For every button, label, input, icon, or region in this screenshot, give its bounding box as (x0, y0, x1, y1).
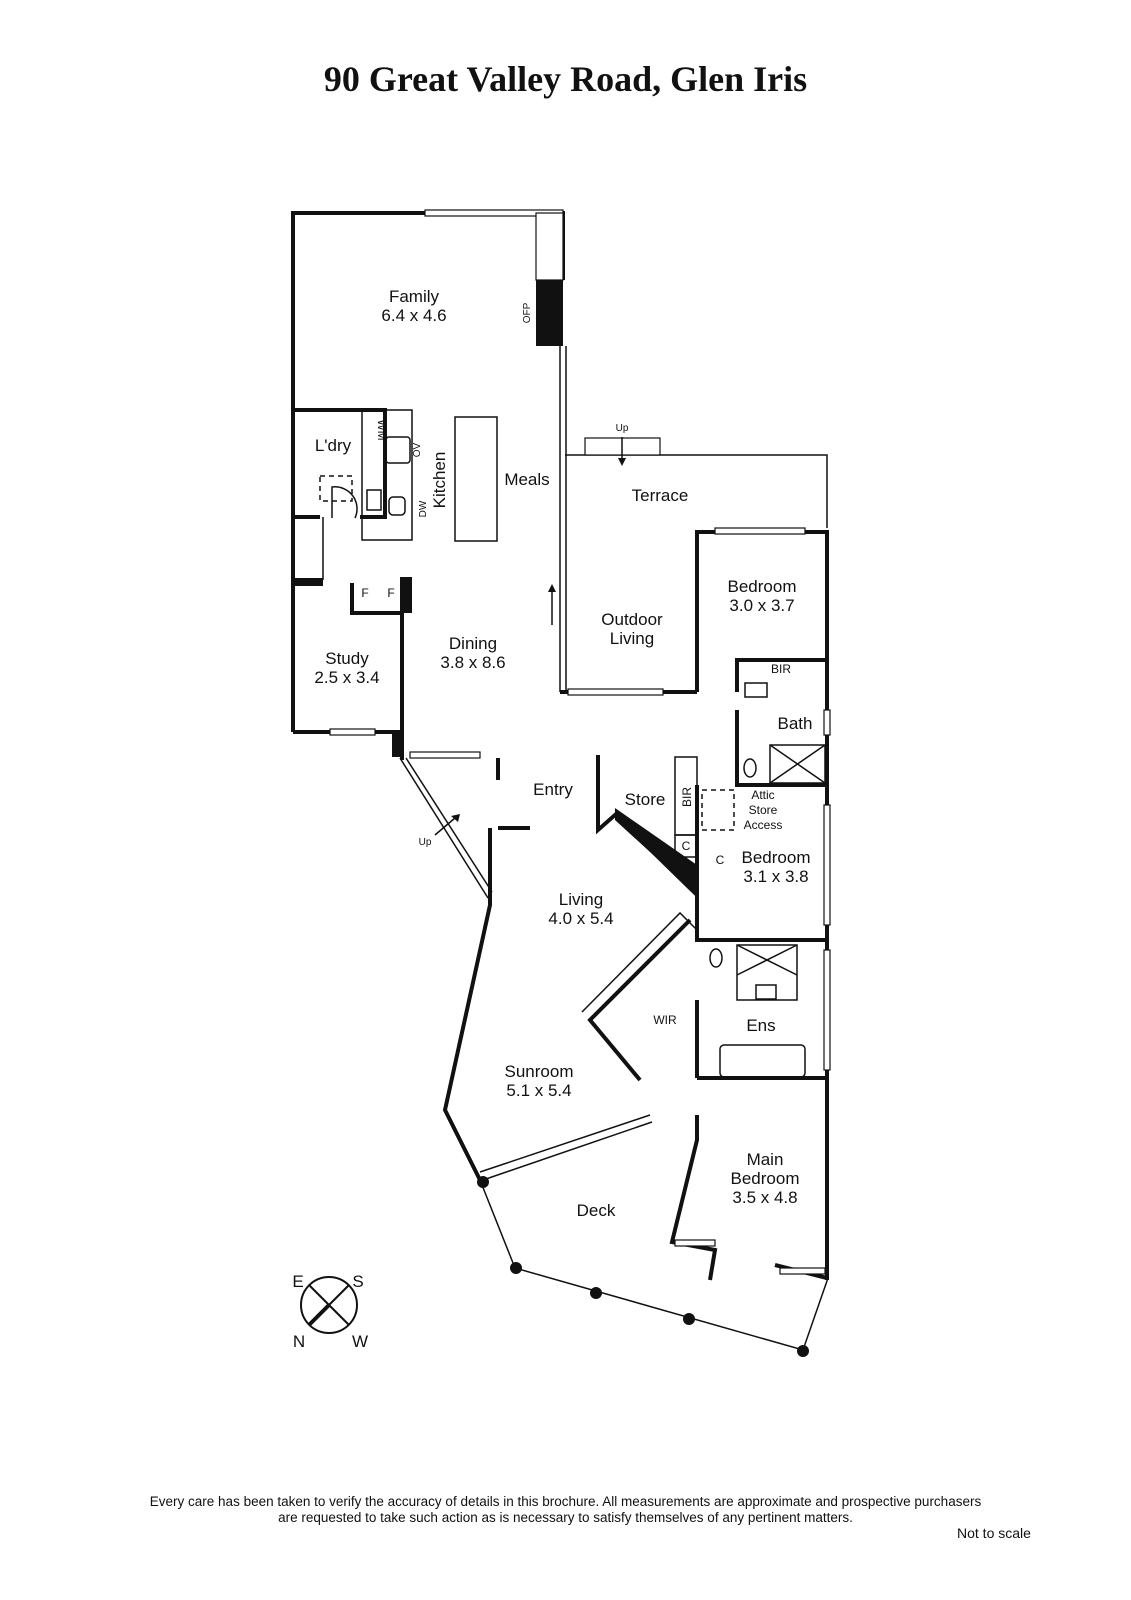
room-family-dims: 6.4 x 4.6 (381, 306, 446, 325)
kitchen-joinery (319, 409, 498, 542)
fixture-fridge-1: F (361, 586, 368, 600)
disclaimer-line-1: Every care has been taken to verify the … (149, 1494, 982, 1509)
compass-w: W (352, 1332, 368, 1351)
compass-e: E (292, 1272, 303, 1291)
fixture-cupboard-1: C (682, 839, 691, 853)
compass-s: S (352, 1272, 363, 1291)
stair-arrows (434, 437, 626, 836)
room-sunroom-dims: 5.1 x 5.4 (506, 1081, 571, 1100)
room-entry: Entry (533, 780, 573, 799)
room-laundry: L'dry (315, 436, 352, 455)
room-deck: Deck (577, 1201, 616, 1220)
room-living: Living (559, 890, 603, 909)
compass: E S N W (292, 1272, 368, 1351)
room-bedroom: Bedroom (728, 577, 797, 596)
room-study: Study (325, 649, 369, 668)
fixture-fridge-2: F (387, 586, 394, 600)
fixture-bir-2: BIR (680, 787, 694, 807)
room-bedroom-3: Bedroom (742, 848, 811, 867)
room-outdoor-living-2: Living (610, 629, 654, 648)
room-kitchen: Kitchen (430, 452, 449, 509)
compass-n: N (293, 1332, 305, 1351)
room-bath: Bath (778, 714, 813, 733)
room-bedroom-dims: 3.0 x 3.7 (729, 596, 794, 615)
room-ensuite: Ens (746, 1016, 775, 1035)
room-terrace: Terrace (632, 486, 689, 505)
fixture-cupboard-2: C (716, 853, 725, 867)
attic-label-3: Access (744, 818, 783, 832)
room-dining-dims: 3.8 x 8.6 (440, 653, 505, 672)
room-family: Family (389, 287, 440, 306)
fixture-wm: WM (375, 419, 389, 440)
attic-label-1: Attic (751, 788, 774, 802)
room-living-dims: 4.0 x 5.4 (548, 909, 613, 928)
disclaimer: Every care has been taken to verify the … (0, 1494, 1131, 1526)
room-meals: Meals (504, 470, 549, 489)
room-outdoor-living: Outdoor (601, 610, 663, 629)
room-main-bedroom-2: Bedroom (731, 1169, 800, 1188)
room-wir: WIR (653, 1013, 677, 1027)
property-title: 90 Great Valley Road, Glen Iris (323, 59, 808, 99)
room-dining: Dining (449, 634, 497, 653)
fixture-dw: DW (418, 500, 429, 517)
room-main-bedroom-dims: 3.5 x 4.8 (732, 1188, 797, 1207)
windows (329, 209, 831, 1275)
room-bedroom-3-dims: 3.1 x 3.8 (743, 867, 808, 886)
room-study-dims: 2.5 x 3.4 (314, 668, 379, 687)
room-main-bedroom: Main (747, 1150, 784, 1169)
attic-label-2: Store (749, 803, 778, 817)
room-store: Store (625, 790, 666, 809)
not-to-scale: Not to scale (957, 1525, 1031, 1541)
deck-posts (477, 1176, 809, 1357)
fixture-bir-1: BIR (771, 662, 791, 676)
fixture-ov: OV (412, 442, 423, 457)
stair-up-terrace: Up (616, 423, 629, 434)
stair-up-entry: Up (419, 837, 432, 848)
bathroom-fixtures (674, 682, 826, 1078)
room-sunroom: Sunroom (505, 1062, 574, 1081)
fixture-ofp: OFP (522, 302, 533, 323)
disclaimer-line-2: are requested to take such action as is … (278, 1510, 853, 1525)
